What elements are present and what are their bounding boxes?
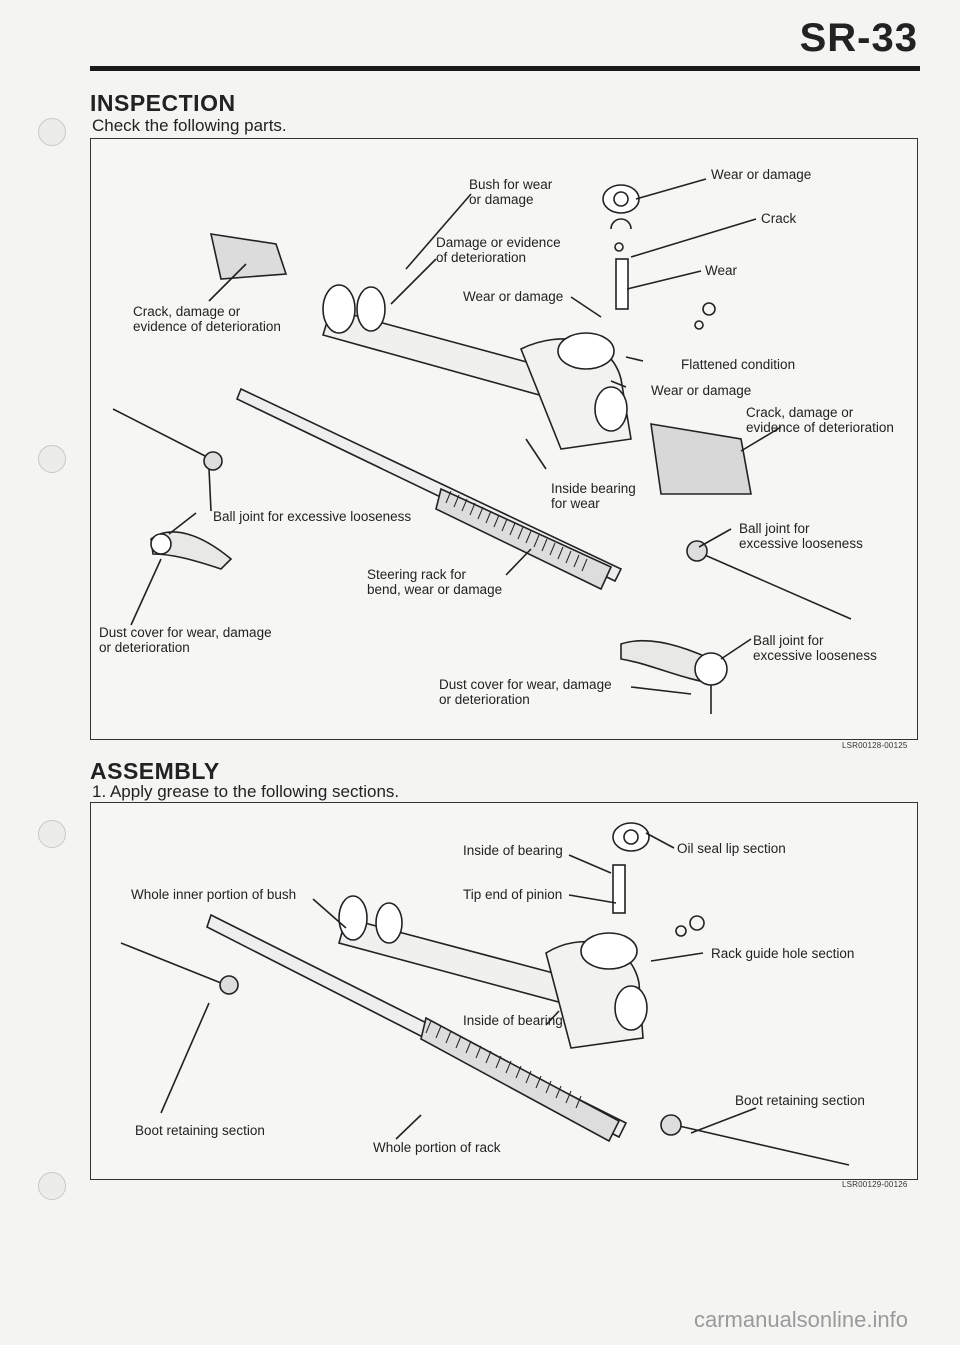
- label-boot-left: Boot retaining section: [135, 1123, 265, 1138]
- label-wear: Wear: [705, 263, 738, 278]
- label-dust-cover-center: Dust cover for wear, damage or deteriora…: [439, 677, 612, 707]
- label-boot-right: Boot retaining section: [735, 1093, 865, 1108]
- label-crack: Crack: [761, 211, 797, 226]
- label-whole-inner: Whole inner portion of bush: [131, 887, 297, 902]
- watermark: carmanualsonline.info: [693, 1307, 908, 1332]
- label-steering-rack: Steering rack for bend, wear or damage: [367, 567, 503, 597]
- label-oil-seal: Oil seal lip section: [677, 841, 786, 856]
- label-bush-wear: Bush for wear or damage: [469, 177, 553, 207]
- label-flattened: Flattened condition: [681, 357, 796, 372]
- assembly-figure: Inside of bearing Oil seal lip section W…: [90, 802, 918, 1180]
- label-inside-bearing: Inside bearing for wear: [551, 481, 636, 511]
- label-inside-bearing-low: Inside of bearing: [463, 1013, 563, 1028]
- label-wear-damage-top: Wear or damage: [711, 167, 812, 182]
- label-damage-evidence: Damage or evidence of deterioration: [436, 235, 561, 265]
- assembly-title: ASSEMBLY: [90, 758, 220, 784]
- binder-hole: [38, 445, 66, 473]
- label-crack-damage-right: Crack, damage or evidence of deteriorati…: [746, 405, 894, 435]
- page-id: SR-33: [799, 16, 918, 60]
- assembly-diagram: [120, 822, 850, 1166]
- label-crack-damage-left: Crack, damage or evidence of deteriorati…: [133, 304, 281, 334]
- label-rack-guide: Rack guide hole section: [711, 946, 855, 961]
- label-inside-bearing-top: Inside of bearing: [463, 843, 563, 858]
- inspection-figure: Bush for wear or damage Wear or damage C…: [90, 138, 918, 740]
- label-dust-cover-left: Dust cover for wear, damage or deteriora…: [99, 625, 272, 655]
- inspection-title: INSPECTION: [90, 90, 236, 116]
- label-tip-pinion: Tip end of pinion: [463, 887, 563, 902]
- label-ball-joint-right2: Ball joint for excessive looseness: [753, 633, 877, 663]
- label-ball-joint-left: Ball joint for excessive looseness: [213, 509, 412, 524]
- binder-hole: [38, 1172, 66, 1200]
- inspection-diagram: [112, 178, 852, 714]
- label-whole-rack: Whole portion of rack: [373, 1140, 501, 1155]
- header-rule: [90, 66, 920, 71]
- label-ball-joint-right1: Ball joint for excessive looseness: [739, 521, 863, 551]
- assembly-step: 1. Apply grease to the following section…: [92, 782, 400, 801]
- inspection-subtitle: Check the following parts.: [92, 116, 287, 135]
- label-wear-damage-mid: Wear or damage: [463, 289, 564, 304]
- binder-hole: [38, 820, 66, 848]
- label-wear-damage-low: Wear or damage: [651, 383, 752, 398]
- binder-hole: [38, 118, 66, 146]
- inspection-figure-code: LSR00128-00125: [842, 741, 908, 750]
- assembly-figure-code: LSR00129-00126: [842, 1180, 908, 1189]
